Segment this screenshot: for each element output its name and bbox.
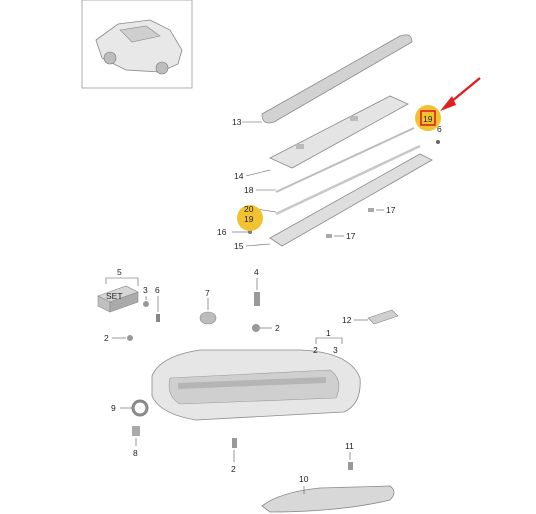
- part-7-cap[interactable]: [199, 311, 217, 325]
- callout-16[interactable]: 16: [217, 227, 227, 237]
- callout-18[interactable]: 18: [244, 185, 254, 195]
- part-18-seal[interactable]: [275, 127, 415, 193]
- callout-5[interactable]: 5: [117, 267, 122, 277]
- callout-3[interactable]: 3: [143, 285, 148, 295]
- part-4-bolt[interactable]: [254, 292, 260, 306]
- part-9-grommet[interactable]: [131, 399, 149, 417]
- part-3-grommet[interactable]: [143, 301, 149, 307]
- callout-20[interactable]: 20: [244, 204, 254, 214]
- part-13-strip[interactable]: [261, 34, 413, 124]
- highlight-19-lower: [237, 205, 263, 231]
- set-box-label: SET: [106, 291, 123, 301]
- part-5-set-box[interactable]: SET: [97, 285, 139, 313]
- part-12-clip[interactable]: [367, 309, 399, 325]
- car-icon: [95, 19, 183, 75]
- callout-6-lower[interactable]: 6: [155, 285, 160, 295]
- callout-2-bracket[interactable]: 2: [313, 345, 318, 355]
- part-8-plug[interactable]: [132, 426, 140, 436]
- part-2-nut-upper[interactable]: [252, 324, 260, 332]
- callout-9[interactable]: 9: [111, 403, 116, 413]
- callout-13[interactable]: 13: [232, 117, 242, 127]
- callout-12[interactable]: 12: [342, 315, 352, 325]
- callout-2-left[interactable]: 2: [104, 333, 109, 343]
- part-6-screw[interactable]: [436, 140, 440, 144]
- pointer-arrow-icon: [440, 77, 481, 111]
- callout-2-upper[interactable]: 2: [275, 323, 280, 333]
- callout-15[interactable]: 15: [234, 241, 244, 251]
- part-17-clip-upper[interactable]: [368, 208, 374, 212]
- part-20-strip[interactable]: [275, 144, 421, 216]
- callout-10[interactable]: 10: [299, 474, 309, 484]
- callout-17-lower[interactable]: 17: [346, 231, 356, 241]
- callout-19-lower[interactable]: 19: [244, 214, 254, 224]
- callout-6-upper[interactable]: 6: [437, 124, 442, 134]
- part-6-screw-lower[interactable]: [156, 314, 160, 322]
- part-10-reflector[interactable]: [261, 485, 395, 513]
- callout-17-upper[interactable]: 17: [386, 205, 396, 215]
- part-17-clip-lower[interactable]: [326, 234, 332, 238]
- callout-11[interactable]: 11: [345, 441, 354, 451]
- callout-19-upper[interactable]: 19: [423, 114, 433, 124]
- callout-7[interactable]: 7: [205, 288, 210, 298]
- part-11-clip[interactable]: [348, 462, 353, 470]
- callout-2-lower[interactable]: 2: [231, 464, 236, 474]
- selection-box[interactable]: [420, 110, 436, 126]
- vehicle-thumbnail[interactable]: [81, 0, 193, 89]
- callout-3-bracket[interactable]: 3: [333, 345, 338, 355]
- callout-4[interactable]: 4: [254, 267, 259, 277]
- part-16-clip[interactable]: [248, 230, 252, 234]
- callout-1[interactable]: 1: [326, 328, 331, 338]
- part-15-lens-bar[interactable]: [269, 153, 433, 247]
- part-2-bolt-lower[interactable]: [232, 438, 237, 448]
- part-2-nut-left[interactable]: [127, 335, 133, 341]
- callout-14[interactable]: 14: [234, 171, 244, 181]
- callout-8[interactable]: 8: [133, 448, 138, 458]
